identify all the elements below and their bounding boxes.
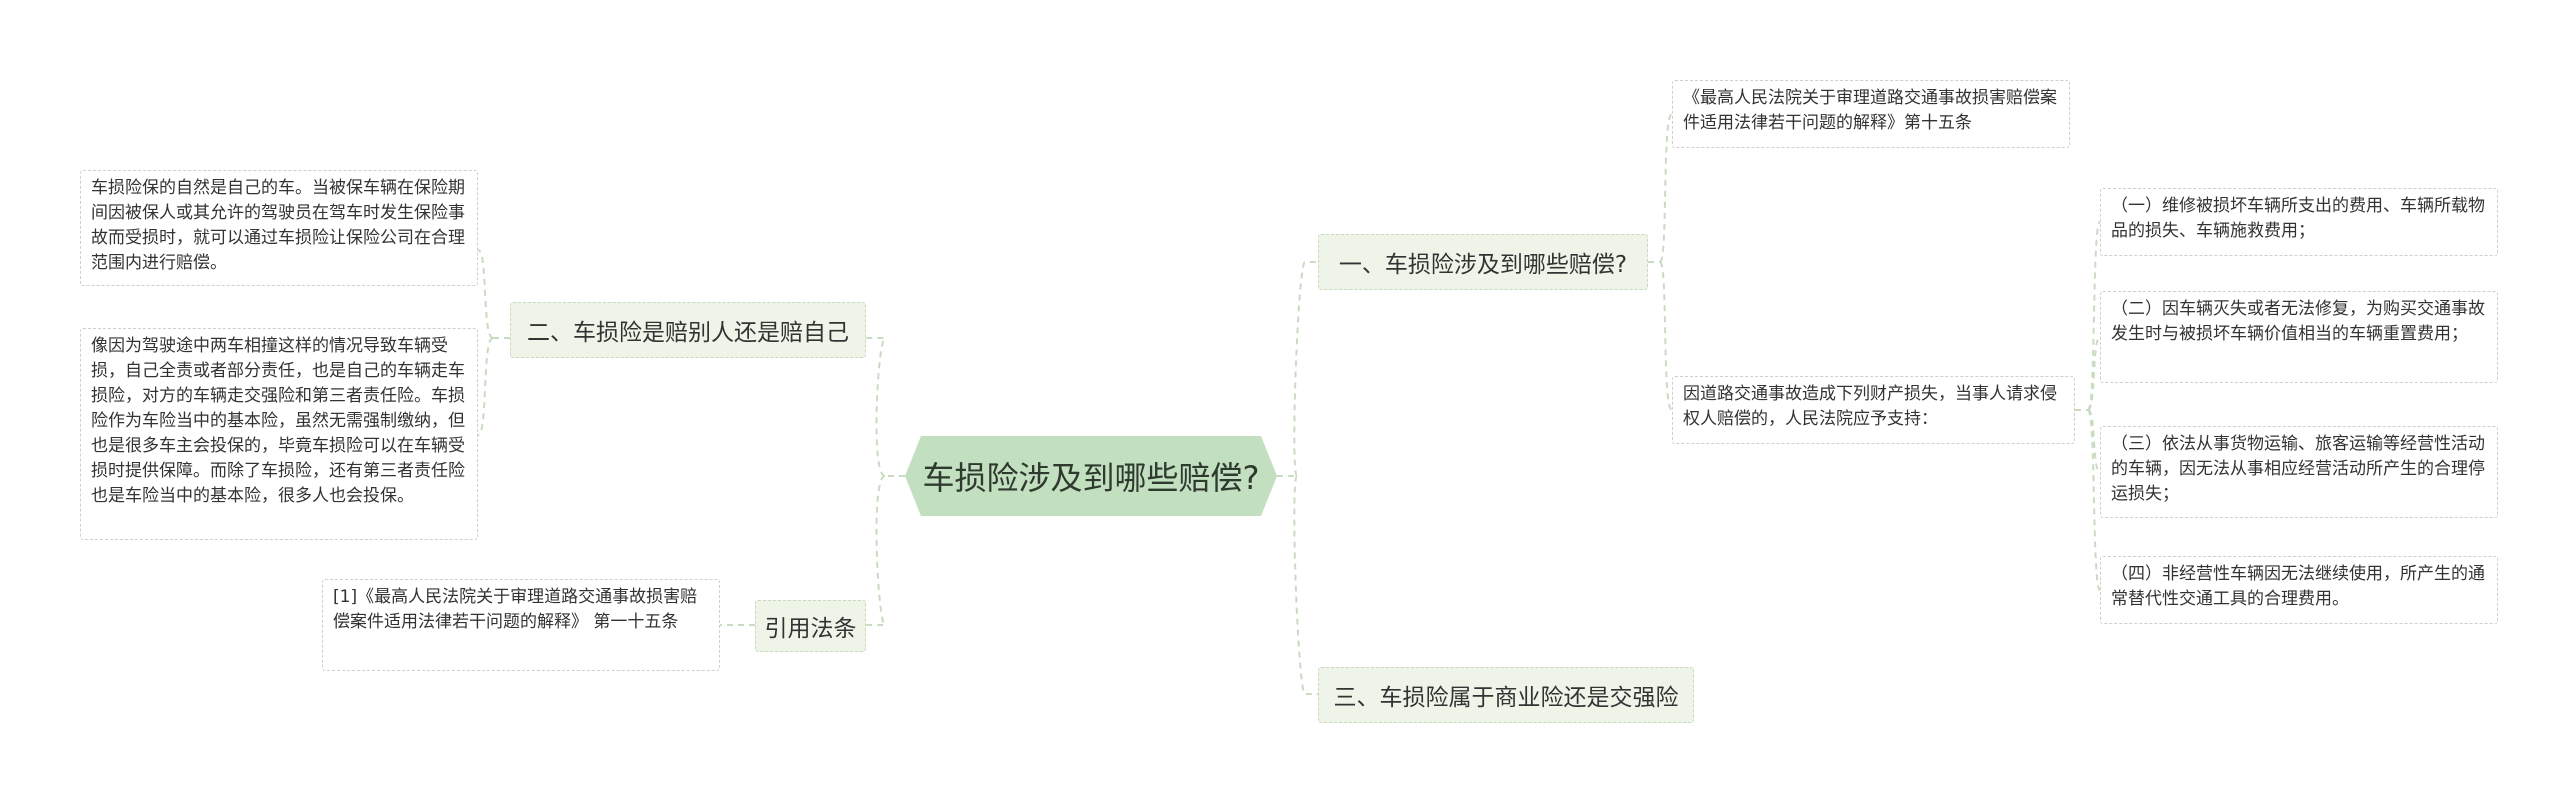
branch-label: 引用法条 [764, 616, 857, 642]
connector [2087, 221, 2101, 411]
connector [1293, 475, 1318, 695]
connector [1659, 113, 1673, 263]
leaf-text: （四）非经营性车辆因无法继续使用，所产生的通常替代性交通工具的合理费用。 [2111, 564, 2485, 609]
branch-node-law[interactable]: 引用法条 [755, 600, 866, 652]
leaf-node-self-2[interactable]: 像因为驾驶途中两车相撞这样的情况导致车辆受损，自己全责或者部分责任，也是自己的车… [80, 328, 478, 540]
leaf-node-item-1[interactable]: （一）维修被损坏车辆所支出的费用、车辆所载物品的损失、车辆施救费用； [2100, 188, 2498, 256]
connector [477, 337, 494, 436]
leaf-node-item-2[interactable]: （二）因车辆灭失或者无法修复，为购买交通事故发生时与被损坏车辆价值相当的车辆重置… [2100, 291, 2498, 383]
leaf-text: 因道路交通事故造成下列财产损失，当事人请求侵权人赔偿的，人民法院应予支持： [1683, 384, 2057, 429]
leaf-node-intro[interactable]: 因道路交通事故造成下列财产损失，当事人请求侵权人赔偿的，人民法院应予支持： [1672, 376, 2075, 444]
branch-label: 二、车损险是赔别人还是赔自己 [527, 320, 849, 346]
leaf-text: （二）因车辆灭失或者无法修复，为购买交通事故发生时与被损坏车辆价值相当的车辆重置… [2111, 299, 2485, 344]
leaf-node-self-1[interactable]: 车损险保的自然是自己的车。当被保车辆在保险期间因被保人或其允许的驾驶员在驾车时发… [80, 170, 478, 286]
connector [1659, 261, 1673, 411]
connector [2087, 336, 2101, 411]
leaf-node-source[interactable]: 《最高人民法院关于审理道路交通事故损害赔偿案件适用法律若干问题的解释》第十五条 [1672, 80, 2070, 148]
leaf-text: （一）维修被损坏车辆所支出的费用、车辆所载物品的损失、车辆施救费用； [2111, 196, 2485, 241]
leaf-node-item-3[interactable]: （三）依法从事货物运输、旅客运输等经营性活动的车辆，因无法从事相应经营活动所产生… [2100, 426, 2498, 518]
connector [2087, 409, 2101, 591]
root-node[interactable]: 车损险涉及到哪些赔偿? [905, 436, 1277, 516]
leaf-text: 车损险保的自然是自己的车。当被保车辆在保险期间因被保人或其允许的驾驶员在驾车时发… [91, 178, 465, 273]
connector [1293, 261, 1318, 477]
leaf-text: 《最高人民法院关于审理道路交通事故损害赔偿案件适用法律若干问题的解释》第十五条 [1683, 88, 2057, 133]
connector [477, 249, 494, 339]
leaf-node-law[interactable]: [1]《最高人民法院关于审理道路交通事故损害赔偿案件适用法律若干问题的解释》 第… [322, 579, 720, 671]
root-label: 车损险涉及到哪些赔偿? [922, 459, 1260, 497]
branch-node-3[interactable]: 三、车损险属于商业险还是交强险 [1318, 667, 1694, 723]
connector [2087, 409, 2101, 473]
branch-label: 一、车损险涉及到哪些赔偿? [1338, 252, 1628, 278]
leaf-text: 像因为驾驶途中两车相撞这样的情况导致车辆受损，自己全责或者部分责任，也是自己的车… [91, 336, 465, 506]
leaf-text: [1]《最高人民法院关于审理道路交通事故损害赔偿案件适用法律若干问题的解释》 第… [333, 587, 698, 632]
leaf-text: （三）依法从事货物运输、旅客运输等经营性活动的车辆，因无法从事相应经营活动所产生… [2111, 434, 2485, 504]
connector [866, 337, 886, 477]
branch-node-self[interactable]: 二、车损险是赔别人还是赔自己 [510, 302, 866, 358]
connector [866, 475, 886, 626]
leaf-node-item-4[interactable]: （四）非经营性车辆因无法继续使用，所产生的通常替代性交通工具的合理费用。 [2100, 556, 2498, 624]
branch-label: 三、车损险属于商业险还是交强险 [1333, 685, 1679, 711]
branch-node-1[interactable]: 一、车损险涉及到哪些赔偿? [1318, 234, 1648, 290]
